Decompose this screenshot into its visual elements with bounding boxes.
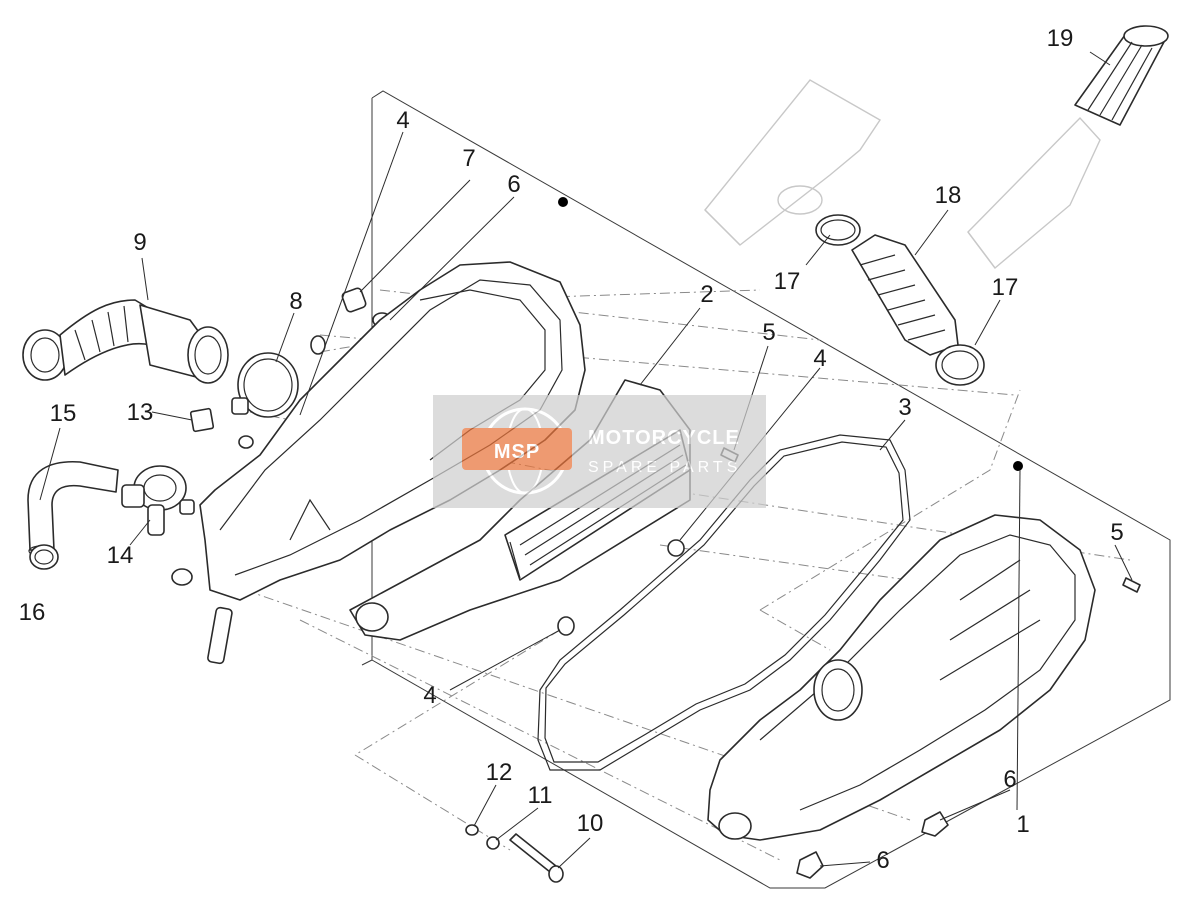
part-gasket [537,434,911,771]
part-airbox-housing [171,261,586,665]
callout-label: 17 [774,268,801,295]
callout-label: 18 [935,182,962,209]
watermark-badge-text: MSP [494,441,540,463]
part-snorkel [1074,25,1169,126]
leader-lines [39,51,1133,869]
callout-label: 6 [507,171,520,198]
callout-label: 15 [50,400,77,427]
part-airbox-cover [707,514,1096,841]
watermark: MSP MOTORCYCLE SPARE PARTS [433,395,766,508]
callout-label: 10 [577,810,604,837]
reference-dot [1013,461,1023,471]
callout-label: 13 [127,399,154,426]
part-bushing [341,287,367,313]
callout-label: 4 [423,682,436,709]
part-bolt-set [465,824,564,883]
part-hose-clip [29,544,59,570]
callout-label: 19 [1047,25,1074,52]
callout-label: 4 [813,345,826,372]
part-hose-clamps [815,214,985,386]
reference-dot [558,197,568,207]
part-intake-hose [22,299,229,384]
callout-label: 17 [992,274,1019,301]
callout-label: 2 [700,281,713,308]
callout-label: 1 [1016,811,1029,838]
assembly-frame [361,90,1171,889]
callout-labels: 1 2 3 4 4 4 5 5 6 6 6 7 8 9 10 11 12 13 … [19,25,1124,874]
part-clamp [231,352,299,418]
part-clip-nut [189,407,215,433]
callout-label: 12 [486,759,513,786]
watermark-line2: SPARE PARTS [588,459,741,476]
watermark-badge [462,428,572,470]
callout-label: 3 [898,394,911,421]
callout-label: 16 [19,599,46,626]
part-knobs [796,811,949,879]
part-air-valve [121,465,195,536]
watermark-line1: MOTORCYCLE [588,427,740,449]
callout-label: 6 [1003,766,1016,793]
callout-label: 4 [396,107,409,134]
callout-label: 9 [133,229,146,256]
callout-label: 8 [289,288,302,315]
part-grommets [238,335,685,636]
part-bellows [851,234,959,356]
callout-label: 7 [462,145,475,172]
callout-label: 11 [528,782,553,809]
ghost-frame-outline [704,79,1101,270]
callout-label: 6 [876,847,889,874]
callout-label: 5 [1110,519,1123,546]
callout-label: 5 [762,319,775,346]
callout-label: 14 [107,542,134,569]
part-breather-hose [27,460,119,557]
